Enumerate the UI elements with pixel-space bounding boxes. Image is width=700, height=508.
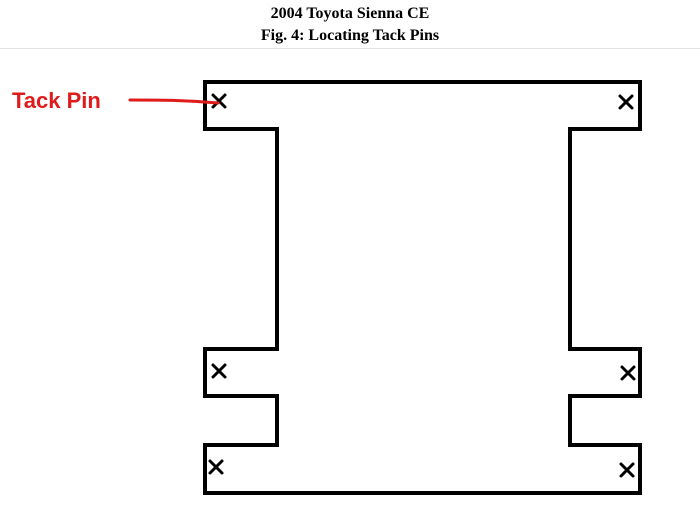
figure-header: 2004 Toyota Sienna CE Fig. 4: Locating T…: [0, 0, 700, 48]
tack-pin-marker-top-left: [211, 93, 227, 109]
tack-pin-marker-middle-left: [211, 363, 227, 379]
panel-outline: [203, 80, 642, 495]
tack-pin-marker-bottom-left: [208, 459, 224, 475]
header-divider: [0, 48, 700, 49]
figure-title: 2004 Toyota Sienna CE: [270, 5, 430, 22]
tack-pin-marker-middle-right: [620, 365, 636, 381]
tack-pin-callout-label: Tack Pin: [12, 88, 101, 113]
tack-pin-marker-bottom-right: [619, 462, 635, 478]
figure-caption: Fig. 4: Locating Tack Pins: [260, 27, 440, 44]
tack-pin-callout-leader: [128, 98, 220, 105]
tack-pin-marker-top-right: [618, 94, 634, 110]
